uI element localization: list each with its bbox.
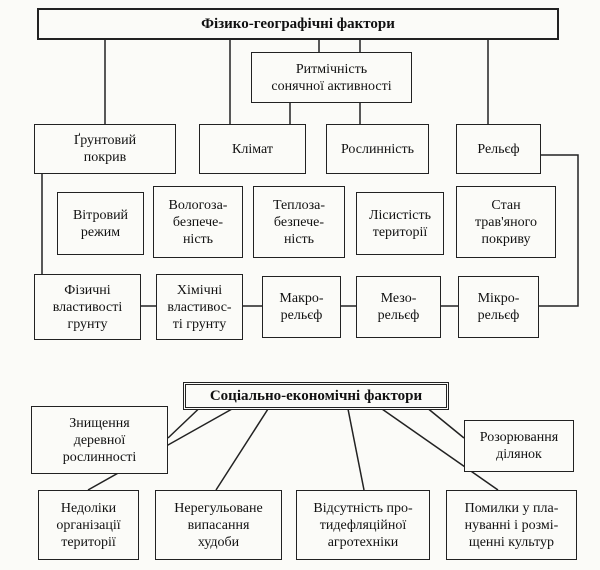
agrotechnics-box: Відсутність про- тидефляційної агротехні… bbox=[296, 490, 430, 560]
deforestation-box: Знищення деревної рослинності bbox=[31, 406, 168, 474]
vegetation-box: Рослинність bbox=[326, 124, 429, 174]
grazing-box: Нерегульоване випасання худоби bbox=[155, 490, 282, 560]
moisture-supply-box: Вологоза- безпече- ність bbox=[153, 186, 243, 258]
connector-social-grazing bbox=[215, 408, 269, 491]
micro-relief-box: Мікро- рельєф bbox=[458, 276, 539, 338]
crop-planning-box: Помилки у пла- нуванні і розмі- щенні ку… bbox=[446, 490, 577, 560]
plowing-box: Розорювання ділянок bbox=[464, 420, 574, 472]
solar-activity-box: Ритмічність сонячної активності bbox=[251, 52, 412, 103]
heat-supply-box: Теплоза- безпече- ність bbox=[253, 186, 345, 258]
wind-regime-box: Вітровий режим bbox=[57, 192, 144, 255]
climate-box: Клімат bbox=[199, 124, 306, 174]
connector-social-agrotech bbox=[347, 408, 365, 491]
planning-flaws-box: Недоліки організації території bbox=[38, 490, 139, 560]
soil-cover-box: Ґрунтовий покрив bbox=[34, 124, 176, 174]
meso-relief-box: Мезо- рельєф bbox=[356, 276, 441, 338]
physical-factors-title: Фізико-географічні фактори bbox=[37, 8, 559, 40]
connector-social-crops bbox=[381, 408, 499, 491]
soil-physical-box: Фізичні властивості грунту bbox=[34, 274, 141, 340]
relief-box: Рельєф bbox=[456, 124, 541, 174]
soil-chemical-box: Хімічні властивос- ті грунту bbox=[156, 274, 243, 340]
forest-cover-box: Лісистість території bbox=[356, 192, 444, 255]
social-factors-title: Соціально-економічні фактори bbox=[183, 382, 449, 410]
connector-relief-micro bbox=[538, 154, 579, 307]
macro-relief-box: Макро- рельєф bbox=[262, 276, 341, 338]
grass-cover-box: Стан трав'яного покриву bbox=[456, 186, 556, 258]
